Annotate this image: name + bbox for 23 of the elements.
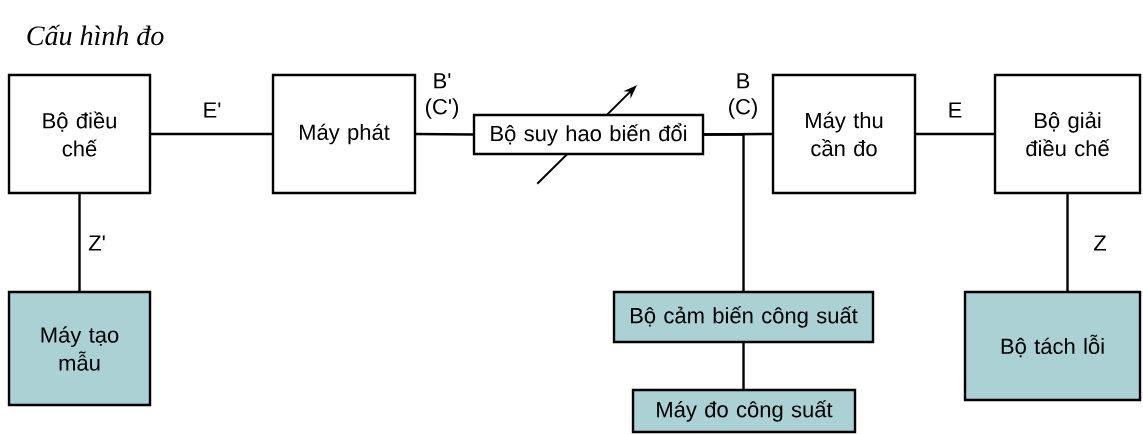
- connector-line: [703, 133, 745, 292]
- instrument-box: Bộ tách lỗi: [963, 290, 1142, 402]
- connector-line: [78, 193, 81, 292]
- port-label: B' (C'): [426, 73, 458, 119]
- instrument-box: Máy đo công suất: [631, 388, 857, 434]
- connector-line: [415, 132, 474, 136]
- edge-label: Z: [1094, 235, 1107, 251]
- connector-line: [742, 342, 745, 390]
- edge-label: E: [949, 102, 962, 118]
- process-box: Bộ điều chế: [7, 73, 152, 195]
- process-box: Bộ suy hao biến đổi: [472, 113, 705, 156]
- edge-label: Z': [88, 235, 105, 251]
- title: Cấu hình đo: [27, 24, 164, 46]
- process-box: Máy phát: [271, 73, 417, 195]
- edge-label: E': [204, 102, 221, 118]
- port-label: B (C): [729, 73, 757, 119]
- process-box: Máy thu cần đo: [771, 73, 917, 195]
- connector-line: [1066, 193, 1069, 292]
- connector-line: [915, 132, 996, 136]
- process-box: Bộ giải điều chế: [993, 73, 1142, 195]
- instrument-box: Bộ cảm biến công suất: [612, 290, 875, 344]
- connector-line: [150, 132, 273, 136]
- instrument-box: Máy tạo mẫu: [7, 290, 152, 407]
